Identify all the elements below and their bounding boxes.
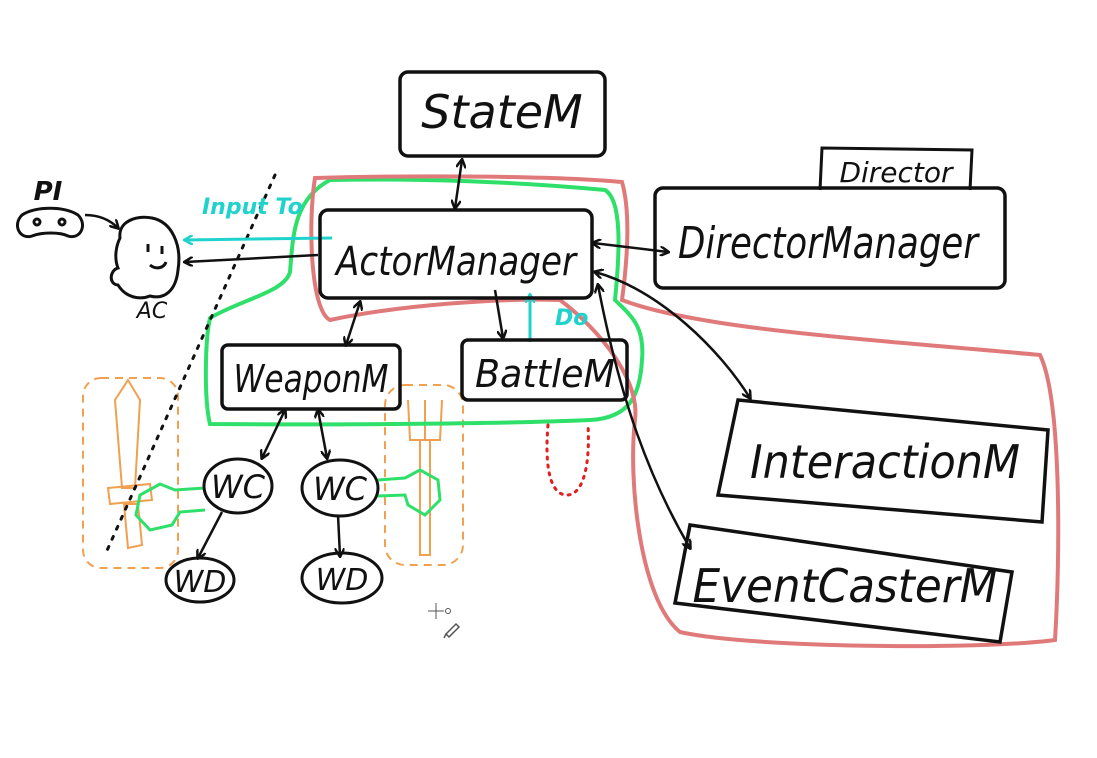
node-actor-manager: ActorManager (318, 208, 594, 300)
node-wd-right: WD (300, 551, 384, 605)
node-pi: PI (16, 177, 84, 239)
wc-right-label: WC (313, 470, 368, 508)
gamepad-icon (16, 206, 84, 239)
edge-statem-actormanager (455, 160, 462, 208)
actor-manager-label: ActorManager (333, 239, 578, 285)
edge-weaponm-wc-right (318, 410, 327, 458)
node-wc-right: WC (300, 458, 380, 518)
node-state-m: StateM (398, 70, 607, 158)
ac-label: AC (135, 299, 168, 324)
edges (84, 160, 750, 558)
cyan-edges (185, 238, 530, 342)
wc-left-label: WC (211, 468, 266, 506)
trident-sketch (384, 384, 464, 566)
node-director-manager: Director DirectorManager (653, 146, 1007, 290)
left-hand-sketch (134, 482, 206, 532)
weapon-m-label: WeaponM (234, 357, 389, 401)
input-to-label: Input To (202, 195, 303, 220)
battle-m-label: BattleM (475, 352, 615, 396)
red-dotted-loop (545, 423, 590, 497)
edge-actormanager-eventcasterm (598, 285, 690, 548)
wd-right-label: WD (316, 563, 369, 598)
director-manager-label: DirectorManager (678, 218, 980, 269)
green-group-outline (203, 177, 645, 427)
node-wd-left: WD (164, 556, 236, 604)
node-weapon-m: WeaponM (220, 343, 402, 411)
interaction-m-label: InteractionM (750, 435, 1020, 489)
edge-wc-wd-left (198, 511, 224, 558)
edge-actormanager-interactionm (595, 272, 750, 398)
character-icon (109, 215, 181, 300)
node-ac: AC (109, 215, 181, 324)
wd-left-label: WD (174, 565, 227, 600)
edge-actormanager-ac (185, 253, 319, 262)
sword-sketch (82, 377, 179, 569)
node-battle-m: BattleM (460, 338, 629, 402)
state-m-label: StateM (421, 85, 582, 139)
edge-pi-ac (84, 213, 118, 228)
edge-wc-wd-right (338, 514, 340, 556)
do-label: Do (555, 306, 588, 331)
edge-actormanager-weaponm (346, 302, 360, 345)
pi-label: PI (34, 177, 63, 207)
edge-input-to (185, 238, 333, 240)
node-interaction-m: InteractionM (715, 398, 1050, 524)
pen-icon (443, 622, 461, 639)
director-tab-label: Director (839, 156, 954, 189)
edge-weaponm-wc-left (262, 410, 285, 458)
crosshair-cursor-icon (428, 603, 451, 619)
node-event-caster-m: EventCasterM (672, 523, 1015, 644)
event-caster-m-label: EventCasterM (693, 559, 998, 613)
right-hand-sketch (377, 468, 442, 517)
node-wc-left: WC (202, 457, 274, 515)
